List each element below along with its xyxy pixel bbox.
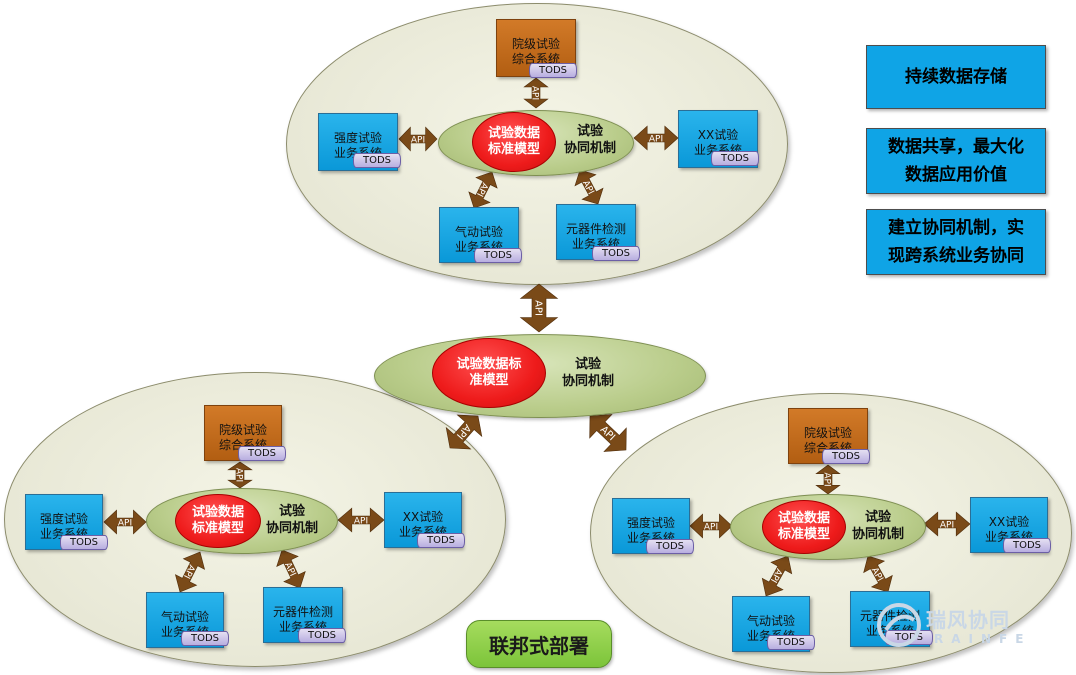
left-standard-model: 试验数据 标准模型 (175, 494, 261, 548)
left-aero-system: 气动试验 业务系统 TODS (146, 592, 229, 648)
watermark-name: 瑞风协同 (926, 608, 1010, 632)
api-arrow-right-aero: API (761, 555, 793, 597)
api-arrow-left-strength: API (103, 509, 147, 535)
note-data-sharing: 数据共享，最大化 数据应用价值 (866, 128, 1046, 194)
tods-tag: TODS (60, 535, 108, 550)
system-name: 院级试验 综合系统 (511, 37, 560, 66)
api-label: API (118, 519, 132, 529)
api-label: API (530, 86, 540, 100)
left-mechanism-label: 试验 协同机制 (265, 504, 318, 536)
tods-tag: TODS (474, 248, 522, 263)
tods-tag: TODS (417, 533, 465, 548)
left-strength-system: 强度试验 业务系统 TODS (25, 494, 108, 550)
tods-tag: TODS (767, 635, 815, 650)
api-label: API (411, 136, 425, 146)
brand-watermark: 瑞风协同 RAINFE (872, 596, 1052, 656)
api-label: API (354, 517, 368, 527)
tods-tag: TODS (822, 449, 870, 464)
api-arrow-top-xx: API (633, 125, 679, 151)
watermark-sub: RAINFE (934, 632, 1032, 646)
left-xx-system: XX试验 业务系统 TODS (384, 492, 465, 548)
tods-tag: TODS (181, 631, 229, 646)
top-aero-system: 气动试验 业务系统 TODS (439, 207, 522, 263)
left-standard-model-label: 试验数据 标准模型 (191, 505, 244, 536)
top-component-system: 元器件检测 业务系统 TODS (556, 204, 640, 261)
right-aero-system: 气动试验 业务系统 TODS (732, 596, 815, 652)
api-label: API (940, 521, 954, 531)
system-name: 院级试验 综合系统 (803, 426, 852, 455)
tods-tag: TODS (711, 151, 759, 166)
top-mechanism-label: 试验 协同机制 (563, 124, 616, 156)
center-mechanism-label: 试验 协同机制 (561, 357, 614, 389)
tods-tag: TODS (238, 446, 286, 461)
api-label: API (822, 472, 832, 486)
center-standard-model-label: 试验数据标 准模型 (456, 357, 522, 388)
deployment-mode-label: 联邦式部署 (466, 620, 612, 668)
brand-logo-icon (877, 603, 921, 647)
api-label: API (704, 523, 718, 533)
note-collaboration: 建立协同机制，实 现跨系统业务协同 (866, 209, 1046, 275)
right-standard-model-label: 试验数据 标准模型 (777, 511, 830, 542)
top-strength-system: 强度试验 业务系统 TODS (318, 113, 401, 171)
api-arrow-right-xx: API (923, 511, 971, 537)
top-xx-system: XX试验 业务系统 TODS (678, 110, 759, 168)
note-persistent-storage: 持续数据存储 (866, 45, 1046, 109)
api-arrow-top-strength: API (398, 126, 438, 152)
top-standard-model: 试验数据 标准模型 (472, 112, 556, 172)
tods-tag: TODS (646, 539, 694, 554)
top-comprehensive-system: 院级试验 综合系统 TODS (496, 19, 577, 78)
api-arrow-left-aero: API (174, 551, 206, 593)
api-label: API (649, 135, 663, 145)
right-xx-system: XX试验 业务系统 TODS (970, 497, 1051, 553)
tods-tag: TODS (1003, 538, 1051, 553)
tods-tag: TODS (353, 153, 401, 168)
api-arrow-left-xx: API (337, 507, 385, 533)
api-arrow-right-strength: API (689, 513, 733, 539)
system-name: 院级试验 综合系统 (218, 423, 267, 452)
tods-tag: TODS (298, 628, 346, 643)
right-comprehensive-system: 院级试验 综合系统 TODS (788, 408, 870, 464)
left-comprehensive-system: 院级试验 综合系统 TODS (204, 405, 286, 461)
tods-tag: TODS (529, 63, 577, 78)
left-component-system: 元器件检测 业务系统 TODS (263, 587, 346, 643)
api-arrow-top-to-center: API (519, 283, 559, 333)
right-standard-model: 试验数据 标准模型 (762, 500, 846, 554)
tods-tag: TODS (592, 246, 640, 261)
api-label: API (533, 300, 544, 316)
right-component-system: 元器件检测 业务系统 TODS (850, 591, 933, 647)
api-arrow-left-component: API (276, 549, 306, 589)
right-mechanism-label: 试验 协同机制 (851, 510, 904, 542)
api-arrow-top-comprehensive: API (523, 77, 549, 109)
top-standard-model-label: 试验数据 标准模型 (487, 126, 540, 157)
right-strength-system: 强度试验 业务系统 TODS (612, 498, 694, 554)
api-label: API (234, 468, 244, 482)
center-standard-model: 试验数据标 准模型 (432, 338, 546, 408)
